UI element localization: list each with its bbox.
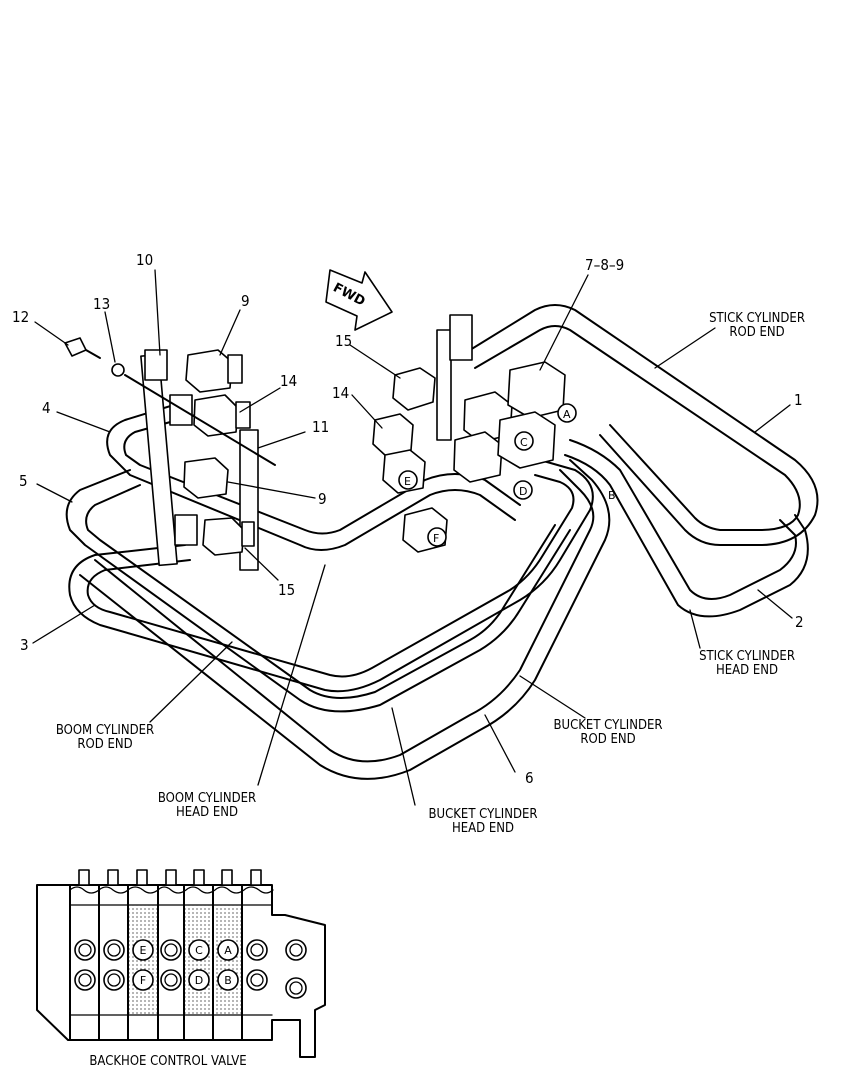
label-bucket-rod-1: BUCKET CYLINDER — [554, 718, 663, 733]
callout-15-right: 15 — [335, 332, 352, 350]
label-boom-head-1: BOOM CYLINDER — [158, 791, 256, 806]
valve-port-B: B — [224, 974, 232, 987]
backhoe-control-valve: E C A F D B BACKHOE CONTROL VALVE — [36, 869, 326, 1069]
label-boom-head-2: HEAD END — [176, 805, 238, 820]
leader-lines — [32, 269, 793, 806]
label-stick-rod-2: ROD END — [729, 325, 784, 340]
tube-4-boom-head — [106, 399, 521, 551]
port-B: B — [608, 489, 616, 502]
tube-3-boom-rod — [68, 459, 594, 693]
callout-7-8-9: 7–8–9 — [585, 256, 624, 274]
port-C: C — [520, 436, 528, 449]
fwd-arrow: FWD — [325, 269, 393, 331]
callout-14-left: 14 — [280, 372, 297, 390]
valve-port-letters: E C A F D B — [140, 944, 233, 987]
valve-port-C: C — [195, 944, 203, 957]
valve-port-F: F — [140, 974, 146, 987]
port-labels: A B C D E F — [404, 408, 616, 545]
callout-12: 12 — [12, 308, 29, 326]
port-F: F — [433, 532, 439, 545]
valve-caption: BACKHOE CONTROL VALVE — [89, 1054, 246, 1069]
label-boom-rod-2: ROD END — [77, 737, 132, 752]
label-boom-rod-1: BOOM CYLINDER — [56, 723, 154, 738]
callout-9-mid: 9 — [318, 490, 327, 508]
callout-14-right: 14 — [332, 384, 349, 402]
port-A: A — [563, 408, 571, 421]
callout-15-left: 15 — [278, 581, 295, 599]
callout-numbers: 10 9 12 13 14 11 9 15 4 5 3 15 14 7–8–9 … — [12, 251, 804, 787]
valve-port-circles — [74, 939, 307, 999]
tube-1-stick-rod — [469, 304, 819, 546]
valve-port-D: D — [195, 974, 203, 987]
label-bucket-head-1: BUCKET CYLINDER — [429, 807, 538, 822]
callout-11: 11 — [312, 418, 329, 436]
callout-3: 3 — [20, 636, 29, 654]
label-bucket-head-2: HEAD END — [452, 821, 514, 836]
label-stick-head-2: HEAD END — [716, 663, 778, 678]
callout-4: 4 — [42, 399, 51, 417]
valve-port-E: E — [140, 944, 147, 957]
callout-10: 10 — [136, 251, 153, 269]
label-bucket-rod-2: ROD END — [580, 732, 635, 747]
label-stick-rod-1: STICK CYLINDER — [709, 311, 805, 326]
line-labels: STICK CYLINDER ROD END STICK CYLINDER HE… — [56, 311, 805, 836]
callout-1: 1 — [794, 391, 803, 409]
valve-sections — [69, 884, 273, 1041]
left-fittings — [64, 337, 276, 571]
tube-5-bucket-rod — [65, 469, 571, 713]
callout-13: 13 — [93, 295, 110, 313]
valve-port-A: A — [224, 944, 232, 957]
callout-9-top: 9 — [241, 292, 250, 310]
port-D: D — [519, 485, 527, 498]
port-E: E — [404, 475, 411, 488]
tube-6-bucket-head — [79, 459, 611, 780]
callout-2: 2 — [795, 613, 804, 631]
label-stick-head-1: STICK CYLINDER — [699, 649, 795, 664]
right-fittings — [372, 314, 577, 553]
callout-6: 6 — [525, 769, 534, 787]
tube-2-stick-head — [564, 439, 809, 618]
callout-5: 5 — [19, 472, 28, 490]
valve-spool-caps — [69, 869, 274, 894]
